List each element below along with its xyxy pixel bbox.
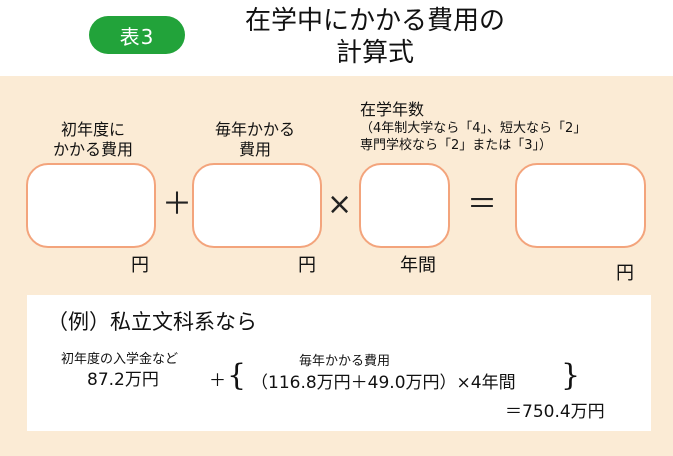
example-first-value: 87.2万円 bbox=[87, 370, 159, 390]
table-number-badge: 表3 bbox=[89, 16, 185, 54]
example-close-brace: } bbox=[561, 358, 581, 393]
term1-label-line1: 初年度に bbox=[60, 120, 125, 139]
title-line-2: 計算式 bbox=[335, 38, 414, 68]
first-year-cost-box bbox=[26, 163, 156, 248]
example-first-label: 初年度の入学金など bbox=[61, 352, 179, 367]
times-sign: × bbox=[327, 187, 353, 222]
equals-sign: ＝ bbox=[467, 187, 497, 222]
unit-yen-2: 円 bbox=[298, 255, 316, 276]
example-annual-label: 毎年かかる費用 bbox=[299, 354, 391, 369]
term2-label: 毎年かかる 費用 bbox=[200, 120, 310, 160]
plus-sign: ＋ bbox=[162, 187, 192, 222]
unit-years: 年間 bbox=[400, 255, 436, 276]
example-open-brace: { bbox=[227, 358, 247, 393]
example-annual-value: （116.8万円＋49.0万円）×4年間 bbox=[251, 373, 516, 393]
term2-label-line1: 毎年かかる bbox=[214, 120, 295, 139]
term3-note-line1: （4年制大学なら「4」、短大なら「2」 bbox=[360, 121, 587, 136]
title-line-1: 在学中にかかる費用の bbox=[244, 6, 505, 36]
example-plus: ＋ bbox=[209, 371, 226, 391]
example-heading: （例）私立文科系なら bbox=[47, 310, 257, 334]
example-box: （例）私立文科系なら 初年度の入学金など 87.2万円 ＋ { 毎年かかる費用 … bbox=[27, 295, 651, 431]
annual-cost-box bbox=[192, 163, 322, 248]
unit-yen-3: 円 bbox=[616, 263, 634, 284]
term3-note-line2: 専門学校なら「2」または「3」） bbox=[360, 138, 553, 153]
unit-yen-1: 円 bbox=[131, 255, 149, 276]
term3-label: 在学年数 bbox=[360, 100, 425, 119]
total-cost-box bbox=[515, 163, 646, 248]
term1-label: 初年度に かかる費用 bbox=[38, 120, 148, 160]
years-box bbox=[359, 163, 450, 248]
term2-label-line2: 費用 bbox=[238, 140, 271, 159]
example-result: ＝750.4万円 bbox=[505, 402, 605, 422]
term1-label-line2: かかる費用 bbox=[52, 140, 133, 159]
